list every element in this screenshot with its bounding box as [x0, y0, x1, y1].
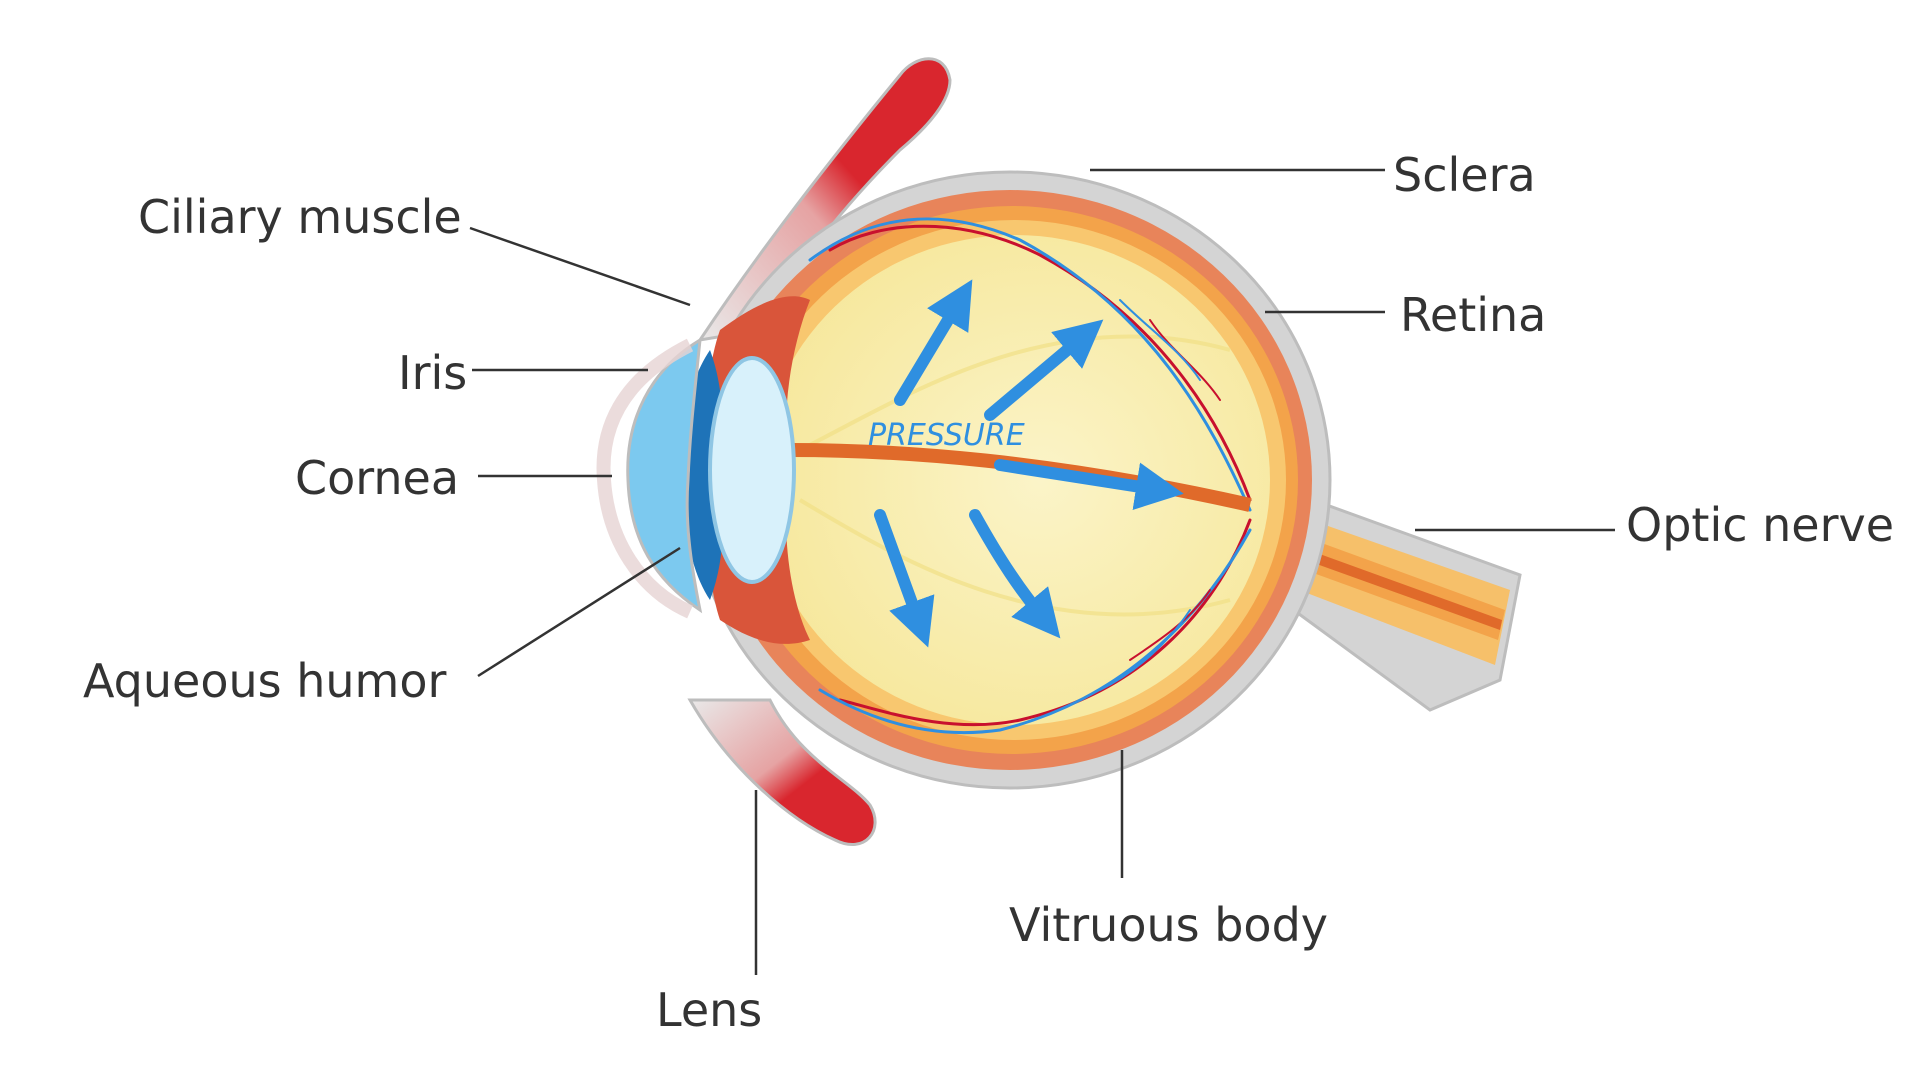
vitreous-body-shape	[760, 235, 1270, 725]
label-lens: Lens	[656, 983, 763, 1037]
blood-vessels	[808, 217, 1252, 735]
label-aqueous-humor: Aqueous humor	[83, 654, 447, 708]
lens-shape	[708, 356, 796, 584]
pressure-arrow-down-right	[969, 509, 1061, 639]
label-vitreous-body: Vitruous body	[1009, 898, 1328, 952]
label-optic-nerve: Optic nerve	[1626, 498, 1895, 552]
label-retina: Retina	[1400, 288, 1547, 342]
leader-lines	[469, 168, 1615, 975]
label-cornea: Cornea	[295, 451, 460, 505]
pressure-arrow-center	[994, 459, 1184, 511]
label-ciliary-muscle: Ciliary muscle	[138, 190, 462, 244]
label-sclera: Sclera	[1393, 148, 1536, 202]
extraocular-muscle-bottom	[687, 698, 877, 847]
pressure-arrow-up-left	[894, 279, 973, 406]
leader-line-ciliary-muscle	[469, 226, 691, 307]
iris-shape	[686, 350, 723, 600]
pressure-arrows	[874, 279, 1184, 648]
pressure-arrow-up-right	[984, 319, 1104, 421]
cornea-shape	[596, 337, 703, 619]
pressure-annotation: PRESSURE	[868, 418, 1025, 453]
label-iris: Iris	[398, 346, 468, 400]
leader-line-aqueous-humor	[477, 546, 681, 678]
pressure-arrow-down-left	[874, 509, 935, 648]
